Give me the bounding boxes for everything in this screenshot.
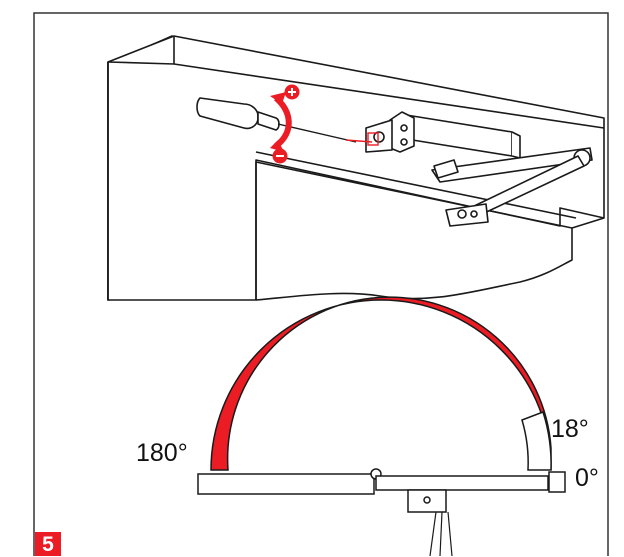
angle-arc-diagram: [197, 296, 566, 556]
screwdriver: [196, 97, 357, 143]
page-frame: [33, 12, 609, 556]
door-stop: [548, 471, 566, 493]
closer-body: [365, 111, 521, 159]
closer-arm: [431, 147, 593, 227]
closing-speed-zone: [210, 296, 552, 471]
step-number-badge: 5: [35, 532, 61, 556]
angle-label-180: 180°: [136, 439, 188, 467]
angle-label-0: 0°: [575, 464, 599, 492]
door-leaf: [197, 473, 375, 495]
plus-icon: [284, 84, 300, 100]
latch-zone: [521, 411, 552, 471]
door-closer-illustration: [107, 35, 605, 301]
adjustment-indicator: [270, 84, 379, 164]
minus-icon: [272, 148, 288, 164]
angle-label-18: 18°: [551, 415, 589, 443]
